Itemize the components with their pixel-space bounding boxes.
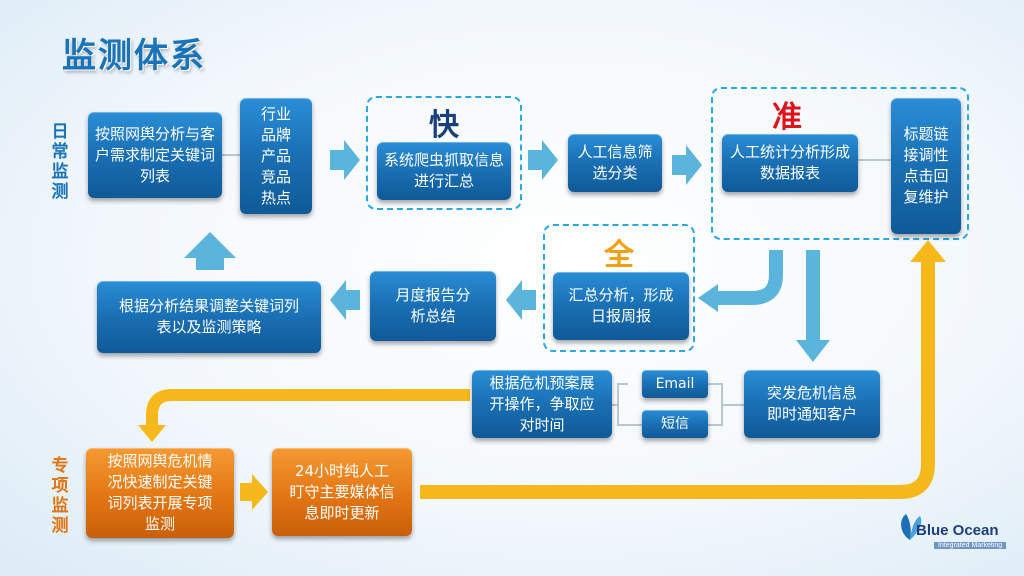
adjust-strategy-box: 根据分析结果调整关键词列表以及监测策略 xyxy=(97,281,321,353)
fast-group-frame xyxy=(366,96,522,210)
orange-right-arrow xyxy=(240,474,268,510)
down-arrow-body xyxy=(806,250,820,340)
butterfly-icon xyxy=(901,514,922,540)
keyword-list-box: 按照网舆分析与客户需求制定关键词列表 xyxy=(88,112,222,198)
page-title: 监测体系 xyxy=(62,36,206,76)
right-arrow xyxy=(528,140,558,180)
monthly-report-box: 月度报告分析总结 xyxy=(370,271,496,341)
down-arrow-head xyxy=(796,340,830,362)
accurate-group-frame xyxy=(711,87,969,240)
connector-line xyxy=(617,383,642,426)
right-arrow xyxy=(330,140,360,180)
right-arrow xyxy=(672,145,702,185)
curved-arrow-head xyxy=(698,284,718,312)
sms-box: 短信 xyxy=(642,410,708,438)
email-box: Email xyxy=(642,370,708,398)
tag-full: 全 xyxy=(604,238,634,273)
full-group-frame xyxy=(543,224,695,352)
title-link-box: 标题链接调性点击回复维护 xyxy=(891,98,961,234)
manual-stats-box: 人工统计分析形成数据报表 xyxy=(722,134,858,192)
yellow-arrow-head xyxy=(138,425,166,442)
special-keywords-box: 按照网舆危机情况快速制定关键词列表开展专项监测 xyxy=(86,448,234,538)
manual-filter-box: 人工信息筛选分类 xyxy=(568,134,662,192)
left-arrow xyxy=(330,280,360,320)
yellow-loop-arrow-head xyxy=(910,240,946,262)
blue-ocean-logo: Blue Ocean Integrated Marketing xyxy=(896,510,1012,558)
yellow-arrow-body xyxy=(146,389,470,425)
logo-name: Blue Ocean xyxy=(916,522,999,539)
yellow-loop-arrow-body xyxy=(420,262,935,499)
tag-fast: 快 xyxy=(429,108,459,143)
round-clock-box: 24小时纯人工盯守主要媒体信息即时更新 xyxy=(272,448,412,536)
daily-monitoring-label: 日常监测 xyxy=(51,122,69,202)
crisis-notify-box: 突发危机信息即时通知客户 xyxy=(744,370,880,438)
tag-accurate: 准 xyxy=(772,100,802,135)
logo-subtitle: Integrated Marketing xyxy=(934,542,1007,549)
curved-arrow-body xyxy=(718,250,783,305)
industry-box: 行业品牌产品竞品热点 xyxy=(240,98,312,214)
up-arrow xyxy=(184,232,236,270)
left-arrow xyxy=(506,280,536,320)
summary-box: 汇总分析，形成日报周报 xyxy=(553,272,689,340)
crisis-plan-box: 根据危机预案展开操作，争取应对时间 xyxy=(472,370,612,438)
crawler-box: 系统爬虫抓取信息进行汇总 xyxy=(377,142,511,200)
special-monitoring-label: 专项监测 xyxy=(51,456,69,536)
